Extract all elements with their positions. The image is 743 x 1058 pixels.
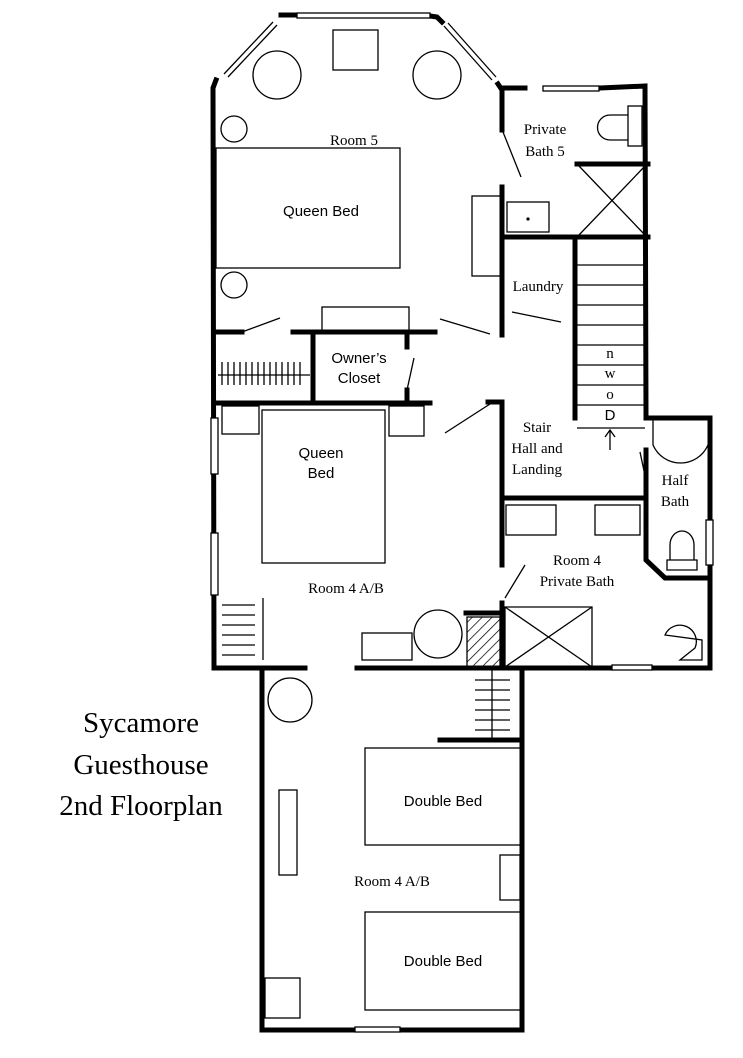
windows xyxy=(210,12,714,1033)
label-queen-bed-room4: Queen xyxy=(298,445,343,462)
label-stair-hall-3: Landing xyxy=(512,462,562,478)
label-stair-hall: Stair xyxy=(523,420,551,436)
label-half-bath-2: Bath xyxy=(661,494,690,510)
label-room4ab-upper: Room 4 A/B xyxy=(308,581,384,597)
label-room4-bath: Room 4 xyxy=(553,553,601,569)
title-line2: Guesthouse xyxy=(73,749,208,781)
title-line3: 2nd Floorplan xyxy=(59,790,223,822)
label-private-bath5-2: Bath 5 xyxy=(525,144,565,160)
label-room4ab-lower: Room 4 A/B xyxy=(354,874,430,890)
label-laundry: Laundry xyxy=(513,279,564,295)
label-queen-bed-room4-2: Bed xyxy=(308,465,335,482)
label-room4-bath-2: Private Bath xyxy=(540,574,615,590)
door-swings xyxy=(241,131,648,599)
stair-label-d: D xyxy=(605,407,616,424)
furniture xyxy=(215,29,709,1019)
label-double-bed-2: Double Bed xyxy=(404,953,482,970)
label-owners-closet-2: Closet xyxy=(338,370,381,387)
label-owners-closet: Owner’s xyxy=(331,350,386,367)
title-line1: Sycamore xyxy=(83,707,199,739)
stair-treads xyxy=(577,264,645,429)
stair-label-o: o xyxy=(606,387,614,403)
label-double-bed-1: Double Bed xyxy=(404,793,482,810)
stair-label-w: w xyxy=(605,366,616,382)
stair-label-n: n xyxy=(606,346,614,362)
label-room5: Room 5 xyxy=(330,133,378,149)
label-private-bath5: Private xyxy=(524,122,567,138)
walls xyxy=(210,12,713,1033)
label-queen-bed-room5: Queen Bed xyxy=(283,203,359,220)
label-half-bath: Half xyxy=(662,473,689,489)
label-stair-hall-2: Hall and xyxy=(511,441,563,457)
